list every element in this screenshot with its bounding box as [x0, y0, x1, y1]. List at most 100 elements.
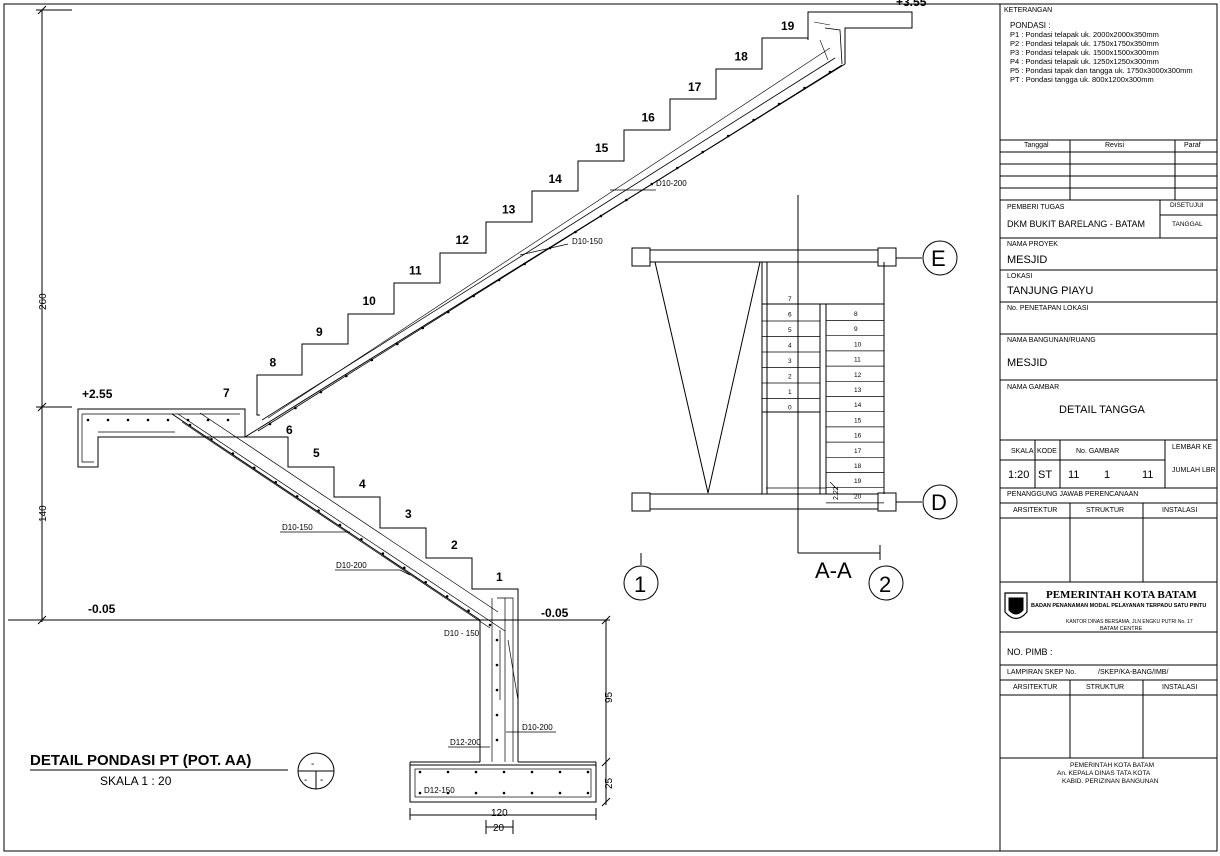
tb-gambar-label: NAMA GAMBAR [1007, 384, 1060, 391]
rebar-dot [206, 418, 210, 422]
rebar-footing: D12-150 [424, 786, 455, 795]
rebar-dot [188, 423, 192, 427]
plan-step-number: 4 [788, 343, 792, 350]
rebar-dot [126, 418, 130, 422]
rebar-dot [558, 791, 562, 795]
step-number: 18 [735, 49, 749, 63]
step-number: 13 [502, 202, 516, 216]
step-number: 11 [409, 264, 422, 278]
tb-org-addr2: BATAM CENTRE [1100, 626, 1143, 632]
rebar-dot [186, 418, 190, 422]
tb-pondasi: PONDASI : [1010, 21, 1051, 30]
tb-org-sub: BADAN PENANAMAN MODAL PELAYANAN TERPADU … [1031, 603, 1207, 609]
section-label: A-A [815, 558, 852, 583]
tb-skala-label: SKALA [1011, 448, 1034, 455]
tb-no-b: 1 [1104, 469, 1111, 481]
tb-struktur-1: STRUKTUR [1086, 507, 1125, 514]
rebar-dot [166, 418, 170, 422]
plan-step-number: 7 [788, 296, 792, 303]
rebar-dot [446, 310, 450, 314]
dim-col-height: 95 [604, 691, 615, 703]
dim-footing-width: 120 [491, 808, 508, 819]
rebar-dot [701, 150, 705, 154]
step-number: 12 [456, 233, 470, 247]
main-title: DETAIL PONDASI PT (POT. AA) [30, 752, 251, 769]
rebar-dot [548, 246, 552, 250]
title-block-frame [999, 4, 1217, 851]
rebar-dot [446, 770, 450, 774]
batam-logo [1004, 592, 1028, 620]
rebar-dot [803, 86, 806, 90]
plan-step-number: 9 [854, 326, 858, 333]
section-symbol-br: - [320, 775, 323, 786]
rebar-dot [777, 102, 781, 106]
step-number: 10 [363, 294, 377, 308]
tb-proyek-value: MESJID [1007, 254, 1048, 266]
rebar-dot [502, 791, 506, 795]
tb-no-c: 11 [1142, 469, 1154, 481]
rebar-dot [625, 198, 628, 202]
tb-keterangan: KETERANGAN [1004, 7, 1053, 14]
step-number: 4 [359, 477, 366, 491]
section-symbol-bl: - [304, 775, 307, 786]
rebar-l1: D10-150 [282, 523, 313, 532]
rebar-dot [675, 166, 679, 170]
elevation-landing: +2.55 [82, 387, 113, 401]
section-symbol-top: - [311, 759, 314, 770]
tb-no-pimb: NO. PIMB : [1007, 647, 1053, 657]
rebar-dot [345, 374, 348, 378]
rebar-u1: D10-200 [656, 179, 687, 188]
tb-tanggal-label: TANGGAL [1172, 221, 1203, 228]
rebar-dot [586, 770, 590, 774]
plan-step-number: 20 [854, 493, 862, 500]
axis-1: 1 [634, 572, 646, 597]
rebar-dot [650, 182, 654, 186]
rebar-dot [497, 278, 501, 282]
rebar-dot [495, 688, 499, 692]
stair-plan [623, 195, 958, 601]
rebar-dot [146, 418, 150, 422]
tb-paraf-col: Paraf [1184, 142, 1201, 149]
tb-note: P2 : Pondasi telapak uk. 1750x1750x350mm [1010, 39, 1159, 48]
rebar-dot [274, 480, 278, 484]
rebar-dot [210, 437, 213, 441]
tb-pemberi-value: DKM BUKIT BARELANG - BATAM [1007, 219, 1146, 229]
title-block: KETERANGAN PONDASI : P1 : Pondasi telapa… [1000, 0, 1220, 856]
plan-step-number: 8 [854, 311, 858, 318]
tb-note: PT : Pondasi tangga uk. 800x1200x300mm [1010, 75, 1154, 84]
rebar-dot [418, 770, 422, 774]
step-number: 1 [496, 570, 503, 584]
rebar-dot [495, 738, 499, 742]
plan-step-number: 11 [854, 357, 861, 364]
tb-org-addr1: KANTOR DINAS BERSAMA, JLN ENGKU PUTRI No… [1066, 619, 1193, 625]
plan-step-number: 1 [788, 389, 792, 396]
rebar-dot [495, 638, 499, 642]
rebar-dot [317, 509, 320, 513]
axis-d: D [931, 490, 947, 515]
axis-2: 2 [879, 572, 891, 597]
elevation-ground-left: -0.05 [88, 602, 116, 616]
step-number: 9 [316, 325, 323, 339]
tb-lampiran: LAMPIRAN SKEP No. [1007, 669, 1077, 676]
step-number: 17 [688, 80, 702, 94]
rebar-dot [226, 418, 230, 422]
plan-step-number: 17 [854, 448, 862, 455]
dim-footing-height: 25 [604, 777, 615, 789]
step-number: 7 [223, 386, 230, 400]
rebar-dot [395, 342, 399, 346]
tb-footer-2: An. KEPALA DINAS TATA KOTA [1057, 770, 1151, 777]
plan-step-number: 14 [854, 402, 862, 409]
rebar-dot [488, 623, 492, 627]
rebar-dot [294, 406, 297, 410]
plan-step-number: 10 [854, 341, 862, 348]
plan-step-number: 2 [788, 374, 792, 381]
tb-notes: P1 : Pondasi telapak uk. 2000x2000x350mm… [1010, 30, 1193, 84]
rebar-dot [268, 422, 272, 426]
plan-step-number: 3 [788, 358, 792, 365]
tb-pemberi-label: PEMBERI TUGAS [1007, 204, 1065, 211]
rebar-dot [106, 418, 110, 422]
tb-tanggal-col: Tanggal [1024, 142, 1049, 149]
tb-kode-value: ST [1038, 469, 1053, 481]
